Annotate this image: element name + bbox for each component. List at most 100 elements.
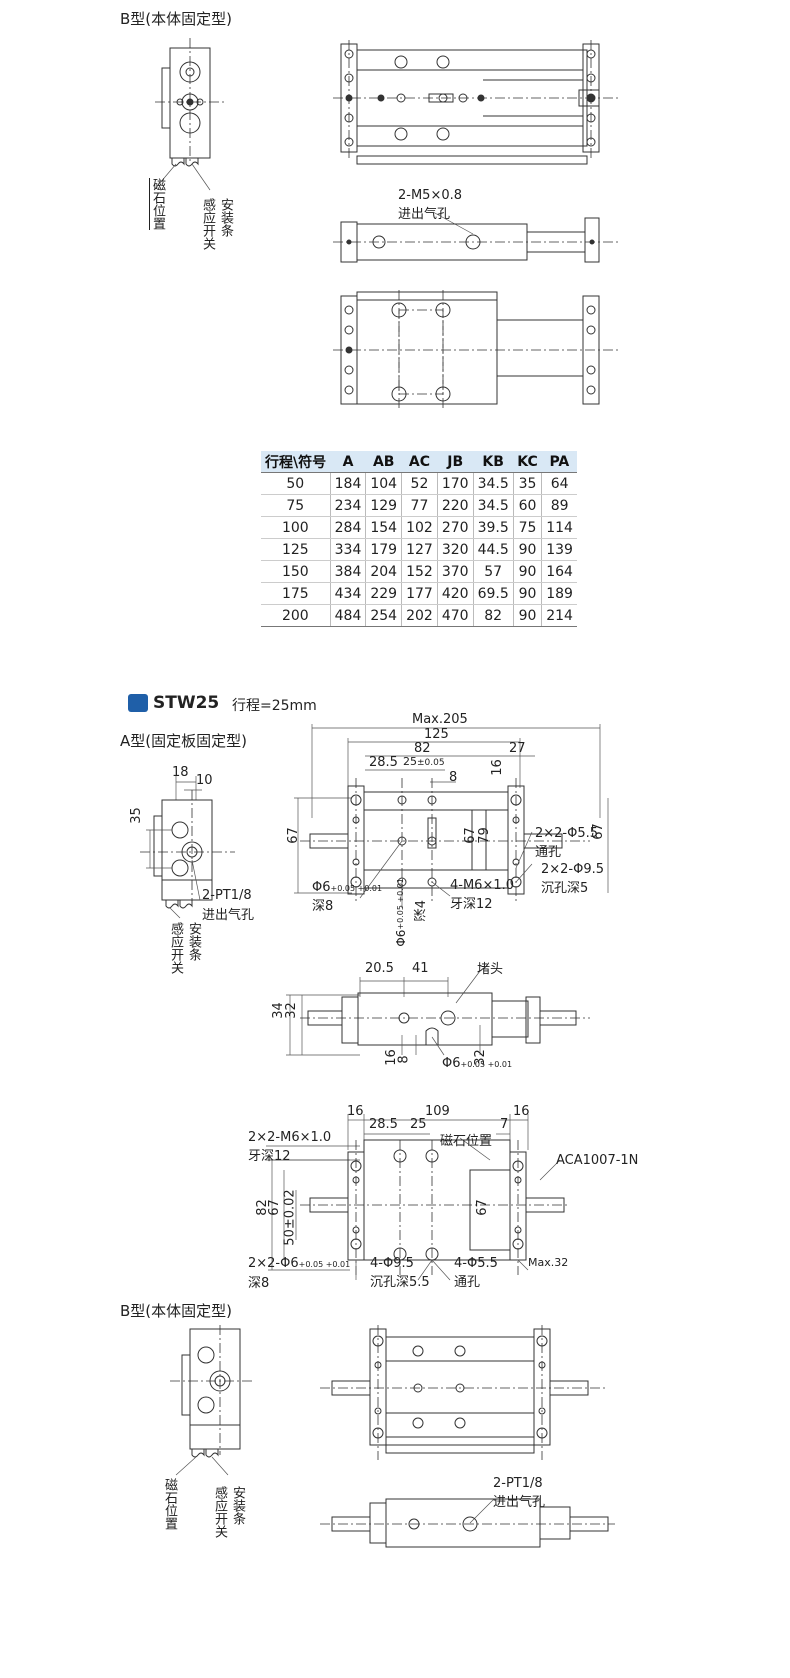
cbore-label: 4-Φ9.5 bbox=[370, 1256, 414, 1271]
table-cell: 129 bbox=[365, 494, 403, 517]
magnet-label-bottom: 磁石位置 bbox=[440, 1134, 493, 1149]
dim-7: 7 bbox=[500, 1117, 509, 1132]
table-cell: 234 bbox=[330, 494, 367, 517]
table-cell: 90 bbox=[513, 538, 543, 561]
cbore-label-b: 沉孔深5.5 bbox=[370, 1275, 430, 1290]
hole-label-1: 2×2-Φ5.5 bbox=[535, 826, 599, 841]
table-cell: 204 bbox=[365, 560, 403, 583]
table-cell: 152 bbox=[401, 560, 438, 583]
b-type-front-view-2 bbox=[320, 1498, 615, 1548]
dim-82: 82 bbox=[414, 741, 431, 756]
hole-label-3b: 牙深12 bbox=[450, 897, 493, 912]
stroke-label: 行程=25mm bbox=[232, 698, 317, 714]
a-type-top-view bbox=[294, 724, 609, 908]
table-cell: 90 bbox=[513, 604, 543, 627]
table-cell: 202 bbox=[401, 604, 438, 627]
thread-label: 2×2-M6×1.0 bbox=[248, 1130, 332, 1145]
table-cell: 82 bbox=[473, 604, 514, 627]
dim-27: 27 bbox=[509, 741, 526, 756]
table-cell: 90 bbox=[513, 560, 543, 583]
table-cell: 104 bbox=[365, 472, 403, 495]
table-cell: 60 bbox=[513, 494, 543, 517]
table-header: AB bbox=[365, 451, 402, 473]
table-header: JB bbox=[437, 451, 474, 473]
mount-label-a: 安装条 bbox=[186, 922, 201, 961]
table-cell: 334 bbox=[330, 538, 367, 561]
pin-hole-label-b: 深8 bbox=[248, 1276, 270, 1291]
model-name: STW25 bbox=[153, 693, 220, 713]
table-header: KC bbox=[513, 451, 542, 473]
table-cell: 229 bbox=[365, 582, 403, 605]
table-cell: 34.5 bbox=[473, 472, 514, 495]
table-cell: 184 bbox=[330, 472, 367, 495]
table-cell: 57 bbox=[473, 560, 514, 583]
table-cell: 175 bbox=[261, 582, 331, 605]
a-type-title: A型(固定板固定型) bbox=[120, 732, 247, 750]
table-cell: 177 bbox=[401, 582, 438, 605]
table-cell: 179 bbox=[365, 538, 403, 561]
table-cell: 420 bbox=[437, 582, 474, 605]
hole-label-2: 2×2-Φ9.5 bbox=[541, 862, 605, 877]
table-cell: 484 bbox=[330, 604, 367, 627]
table-cell: 214 bbox=[541, 604, 577, 627]
port-label-a2: 进出气孔 bbox=[202, 908, 255, 923]
table-cell: 52 bbox=[401, 472, 438, 495]
table-cell: 189 bbox=[541, 582, 577, 605]
pin-label-2: Φ6+0.05 +0.01 bbox=[394, 878, 408, 947]
phi-label-front: Φ6+0.05 +0.01 bbox=[442, 1056, 513, 1071]
b-type-title-2: B型(本体固定型) bbox=[120, 1302, 232, 1320]
table-header: PA bbox=[541, 451, 577, 473]
max32-label: Max.32 bbox=[528, 1256, 569, 1269]
table-cell: 125 bbox=[261, 538, 331, 561]
b-type-top-view-2 bbox=[320, 1325, 605, 1460]
table-header: KB bbox=[473, 451, 514, 473]
hole-label-1b: 通孔 bbox=[535, 845, 562, 860]
a-type-bottom-view bbox=[266, 1114, 570, 1281]
dim-67-bottom: 67 bbox=[266, 1199, 282, 1216]
dim-8-front: 8 bbox=[396, 1055, 412, 1064]
table-cell: 434 bbox=[330, 582, 367, 605]
thread-label-b: 牙深12 bbox=[248, 1149, 291, 1164]
table-cell: 75 bbox=[261, 494, 331, 517]
table-cell: 200 bbox=[261, 604, 331, 627]
dim-8: 8 bbox=[449, 770, 458, 785]
port-label-a1: 2-PT1/8 bbox=[202, 888, 252, 903]
table-cell: 39.5 bbox=[473, 516, 514, 539]
magnet-position-label: 磁石位置 bbox=[150, 178, 165, 230]
table-cell: 370 bbox=[437, 560, 474, 583]
hole-label-2b: 沉孔深5 bbox=[541, 881, 589, 896]
table-cell: 150 bbox=[261, 560, 331, 583]
table-header: AC bbox=[401, 451, 438, 473]
table-cell: 320 bbox=[437, 538, 474, 561]
mount-label: 安装条 bbox=[218, 198, 233, 237]
dim-25-bottom: 25 bbox=[410, 1117, 427, 1132]
table-cell: 100 bbox=[261, 516, 331, 539]
dim-18: 18 bbox=[172, 765, 189, 780]
switch-label-2: 感应开关 bbox=[212, 1486, 227, 1538]
b-type-top-view bbox=[333, 40, 618, 165]
dim-67-left: 67 bbox=[285, 827, 301, 844]
table-cell: 164 bbox=[541, 560, 577, 583]
table-cell: 254 bbox=[365, 604, 403, 627]
thru-label-b: 通孔 bbox=[454, 1275, 481, 1290]
b-type-side-view-2 bbox=[170, 1325, 255, 1476]
dim-max205: Max.205 bbox=[412, 712, 468, 727]
table-header: 行程\符号 bbox=[261, 451, 331, 473]
dim-35: 35 bbox=[128, 807, 144, 824]
b-type-side-view bbox=[155, 38, 225, 167]
a-type-front-view bbox=[286, 970, 590, 1056]
dim-20-5: 20.5 bbox=[365, 961, 394, 976]
dim-125: 125 bbox=[424, 727, 449, 742]
section-title-b-type: B型(本体固定型) bbox=[120, 10, 232, 28]
dim-32-front: 32 bbox=[472, 1049, 488, 1066]
hole-label-3: 4-M6×1.0 bbox=[450, 878, 515, 893]
table-cell: 170 bbox=[437, 472, 474, 495]
pin-hole-label: 2×2-Φ6+0.05 +0.01 bbox=[248, 1256, 351, 1271]
